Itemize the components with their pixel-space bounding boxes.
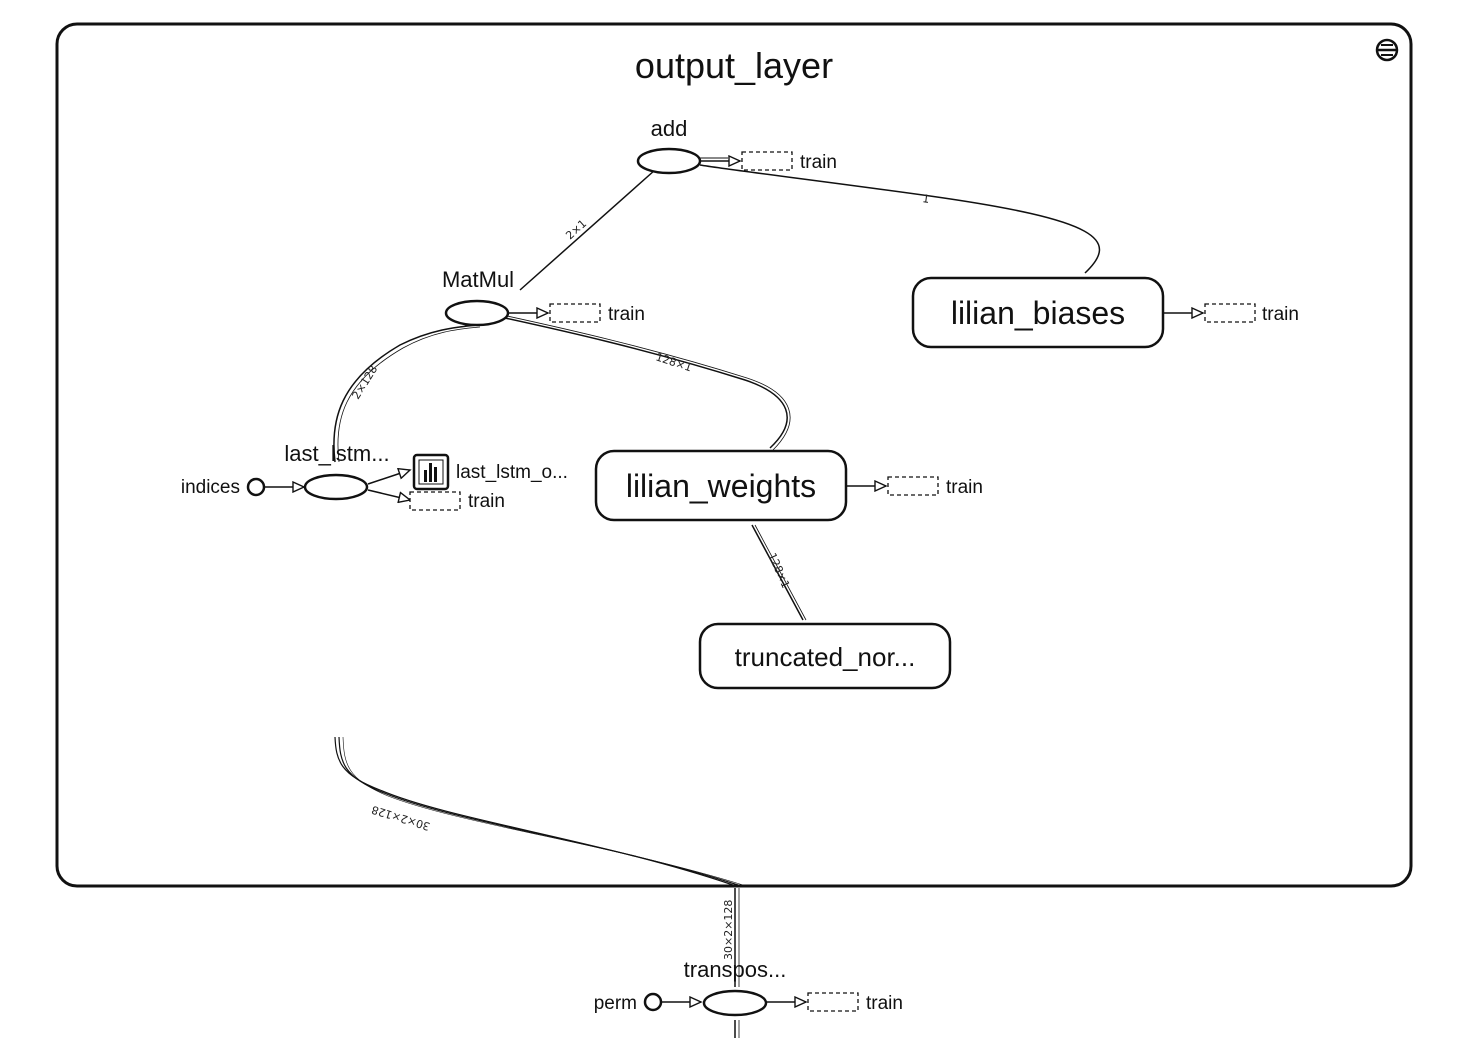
collapse-icon[interactable] [1375,38,1399,62]
aux-train-label: train [946,477,983,498]
node-lilian-weights[interactable]: lilian_weights train [594,449,983,522]
edge-label-biases-add: 1 [922,192,931,206]
input-perm-label: perm [594,993,637,1014]
aux-train-box [741,151,793,171]
aux-train-label: train [800,152,837,173]
node-last-lstm-label: last_lstm... [284,441,389,466]
edge-matmul-add[interactable] [519,169,656,291]
input-indices-label: indices [181,477,240,498]
node-matmul[interactable]: MatMul train [442,267,645,327]
aux-train-box [1204,303,1256,323]
node-matmul-label: MatMul [442,267,514,292]
node-lilian-biases-label: lilian_biases [951,295,1125,331]
aux-train-box [887,476,939,496]
aux-train-label: train [866,993,903,1014]
aux-train-box [807,992,859,1012]
edge-weights-matmul[interactable] [504,317,788,449]
node-transpose[interactable]: transpos... perm train [594,957,903,1017]
group-title: output_layer [635,45,833,86]
input-indices-node[interactable] [246,477,266,497]
node-truncated-normal[interactable]: truncated_nor... [698,622,952,690]
aux-train-label: train [468,491,505,512]
node-add[interactable]: add train [636,116,837,175]
node-transpose-label: transpos... [684,957,787,982]
edge-lstm-matmul[interactable] [333,324,479,463]
aux-train-label: train [1262,304,1299,325]
aux-train-label: train [608,304,645,325]
edge-biases-add[interactable] [699,164,1101,274]
edge-truncated-weights[interactable] [751,524,804,621]
aux-train-box [549,303,601,323]
input-perm-node[interactable] [643,992,663,1012]
node-truncated-label: truncated_nor... [735,642,916,672]
summary-histogram-icon[interactable] [412,453,450,491]
summary-label: last_lstm_o... [456,462,568,483]
aux-train-box [409,491,461,511]
edge-label-transpose-out: 30×2×128 [722,900,735,960]
node-last-lstm[interactable]: last_lstm... indices last_lstm_o... trai… [181,441,568,512]
node-add-label: add [651,116,688,141]
node-lilian-weights-label: lilian_weights [626,468,816,504]
node-lilian-biases[interactable]: lilian_biases train [911,276,1299,349]
